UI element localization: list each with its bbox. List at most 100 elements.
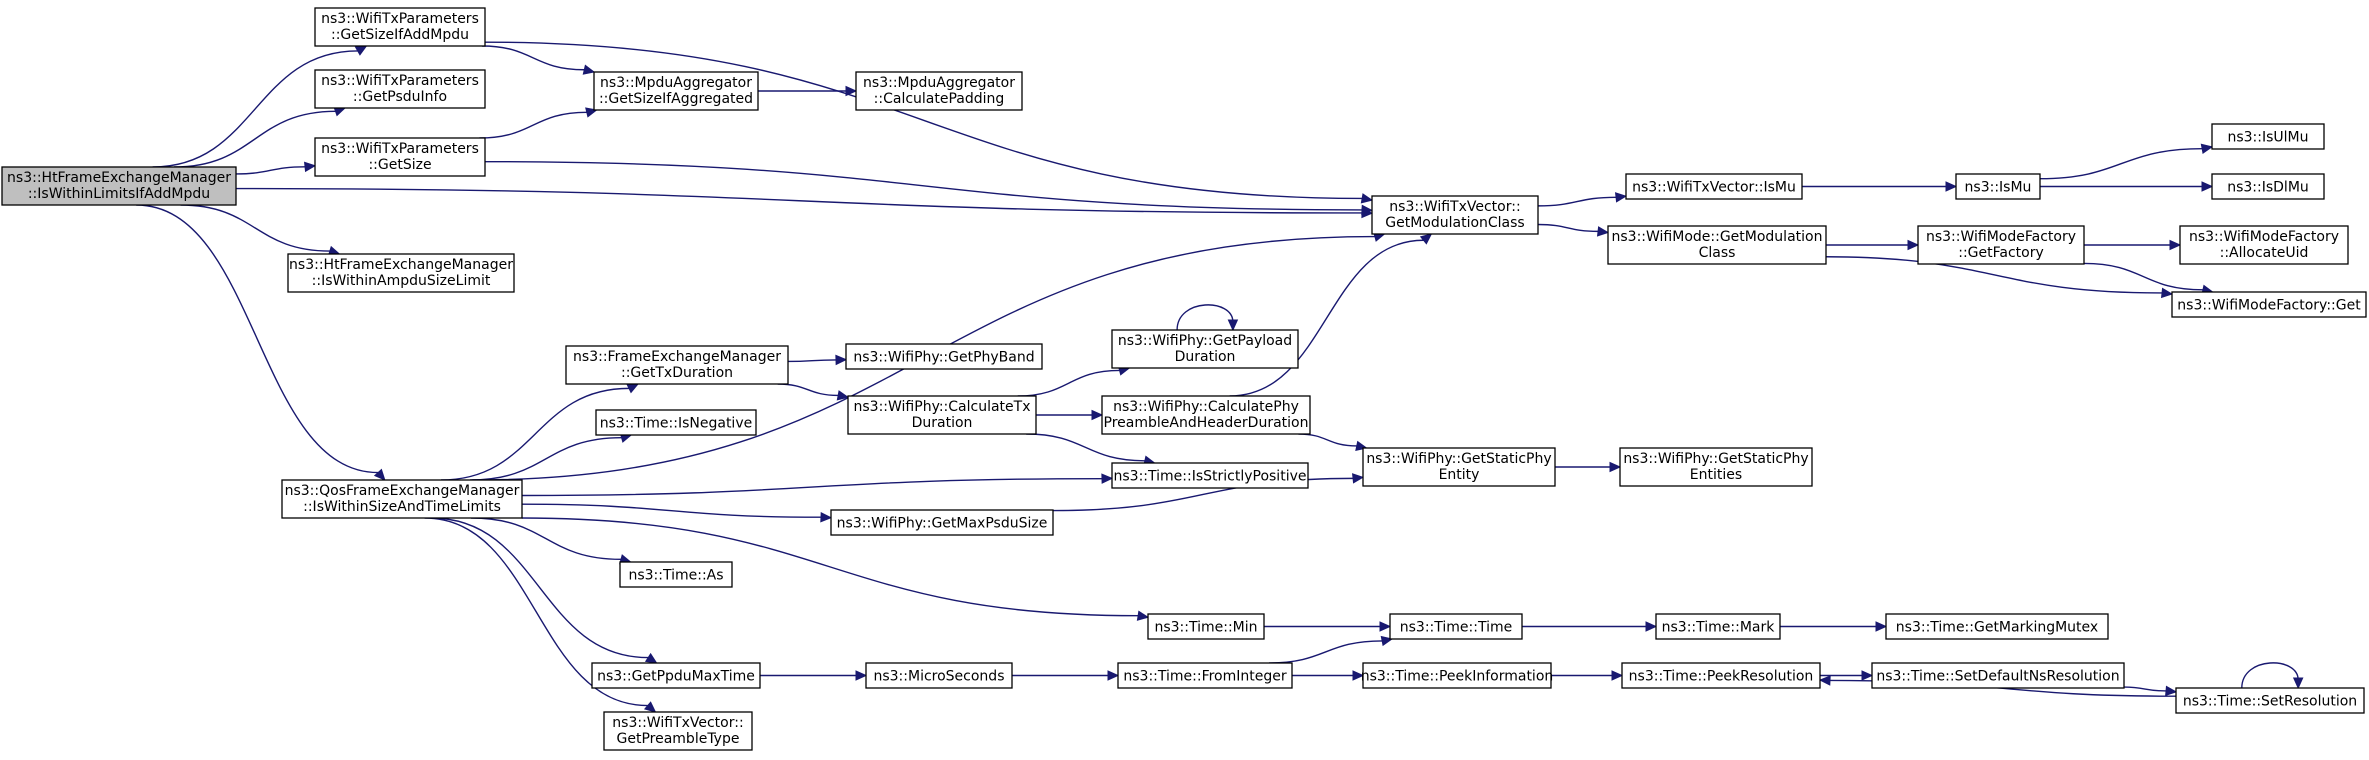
node-tas[interactable]: ns3::Time::As xyxy=(619,561,733,588)
node-tisneg[interactable]: ns3::Time::IsNegative xyxy=(595,409,757,436)
node-wmfget[interactable]: ns3::WifiModeFactory::Get xyxy=(2171,291,2367,318)
node-tpr[interactable]: ns3::Time::PeekResolution xyxy=(1621,662,1821,689)
node-macp[interactable]: ns3::MpduAggregator::CalculatePadding xyxy=(855,71,1023,111)
node-micro[interactable]: ns3::MicroSeconds xyxy=(865,662,1013,689)
edge-arrowhead xyxy=(1611,670,1624,681)
edge-line xyxy=(2123,686,2167,692)
node-tisp[interactable]: ns3::Time::IsStrictlyPositive xyxy=(1111,462,1309,489)
node-box xyxy=(1147,613,1265,640)
node-box xyxy=(845,343,1043,370)
edge-line xyxy=(1825,256,2163,294)
node-label-line1: ns3::Time::PeekInformation xyxy=(1361,669,1554,685)
node-label-line1: ns3::WifiTxParameters xyxy=(321,73,479,89)
node-box xyxy=(1111,329,1299,369)
node-box xyxy=(619,561,733,588)
edge-arrowhead xyxy=(855,670,868,681)
node-label-line2: ::IsWithinAmpduSizeLimit xyxy=(312,273,491,289)
node-label-line1: ns3::WifiPhy::GetMaxPsduSize xyxy=(837,516,1048,532)
node-label-line1: ns3::IsMu xyxy=(1965,180,2032,196)
edge-wmfgf-to-wmfget xyxy=(2083,262,2214,295)
edge-arrowhead xyxy=(1361,204,1374,216)
node-box xyxy=(1,166,237,206)
node-box xyxy=(603,711,753,751)
node-label-line2: GetModulationClass xyxy=(1385,215,1524,231)
edge-arrowhead xyxy=(1945,181,1958,192)
node-box xyxy=(314,69,486,109)
node-gpi[interactable]: ns3::WifiTxParameters::GetPsduInfo xyxy=(314,69,486,109)
node-gmps[interactable]: ns3::WifiPhy::GetMaxPsduSize xyxy=(830,509,1054,536)
node-tsr[interactable]: ns3::Time::SetResolution xyxy=(2175,687,2365,714)
node-box xyxy=(1917,225,2085,265)
edge-tmark-to-tgmm xyxy=(1779,621,1888,632)
node-label-line1: ns3::Time::FromInteger xyxy=(1123,669,1286,685)
edge-tpr-to-tsdnr xyxy=(1820,670,1874,681)
node-magsia[interactable]: ns3::MpduAggregator::GetSizeIfAggregated xyxy=(593,71,759,111)
node-box xyxy=(1871,662,2125,689)
node-wmfgf[interactable]: ns3::WifiModeFactory::GetFactory xyxy=(1917,225,2085,265)
edge-line xyxy=(1026,433,1145,462)
node-txismu[interactable]: ns3::WifiTxVector::IsMu xyxy=(1625,173,1803,200)
node-root[interactable]: ns3::HtFrameExchangeManager::IsWithinLim… xyxy=(1,166,237,206)
edge-arrowhead xyxy=(2160,287,2174,299)
node-tmin[interactable]: ns3::Time::Min xyxy=(1147,613,1265,640)
edge-arrowhead xyxy=(1614,192,1628,203)
node-label-line1: ns3::WifiPhy::CalculatePhy xyxy=(1113,399,1299,415)
edge-micro-to-tfi xyxy=(1012,670,1120,681)
node-box xyxy=(1625,173,1803,200)
edge-arrowhead xyxy=(2200,143,2214,154)
node-ttime[interactable]: ns3::Time::Time xyxy=(1389,613,1523,640)
edge-ctd-to-tisp xyxy=(1026,433,1156,466)
edge-ctd-to-cpphd xyxy=(1036,409,1104,421)
node-tpi[interactable]: ns3::Time::PeekInformation xyxy=(1361,662,1554,689)
edge-line xyxy=(1298,433,1357,447)
node-label-line2: ::AllocateUid xyxy=(2220,245,2309,261)
node-wmgmc[interactable]: ns3::WifiMode::GetModulationClass xyxy=(1607,225,1827,265)
edge-line xyxy=(1537,223,1599,233)
edge-arrowhead xyxy=(304,161,317,173)
node-qfem[interactable]: ns3::QosFrameExchangeManager::IsWithinSi… xyxy=(281,479,523,519)
node-gpb[interactable]: ns3::WifiPhy::GetPhyBand xyxy=(845,343,1043,370)
node-label-line1: ns3::GetPpduMaxTime xyxy=(597,669,755,685)
node-gsiam[interactable]: ns3::WifiTxParameters::GetSizeIfAddMpdu xyxy=(314,7,486,47)
node-gpt[interactable]: ns3::WifiTxVector::GetPreambleType xyxy=(603,711,753,751)
node-label-line2: Duration xyxy=(912,415,973,431)
node-ismu[interactable]: ns3::IsMu xyxy=(1955,173,2041,200)
node-label-line2: Entities xyxy=(1690,467,1742,483)
node-wmfau[interactable]: ns3::WifiModeFactory::AllocateUid xyxy=(2179,225,2349,265)
node-box xyxy=(1619,447,1813,487)
node-label-line2: ::GetSize xyxy=(368,157,431,173)
node-label-line2: Duration xyxy=(1175,349,1236,365)
node-box xyxy=(1389,613,1523,640)
node-tgmm[interactable]: ns3::Time::GetMarkingMutex xyxy=(1885,613,2109,640)
node-box xyxy=(1371,195,1539,235)
node-gpmt[interactable]: ns3::GetPpduMaxTime xyxy=(591,662,761,689)
edge-line xyxy=(1537,196,1617,207)
node-box xyxy=(865,662,1013,689)
edge-arrowhead xyxy=(1380,635,1394,647)
node-tsdnr[interactable]: ns3::Time::SetDefaultNsResolution xyxy=(1871,662,2125,689)
node-box xyxy=(2179,225,2349,265)
node-tmark[interactable]: ns3::Time::Mark xyxy=(1655,613,1781,640)
node-isdlmu[interactable]: ns3::IsDlMu xyxy=(2211,173,2325,200)
node-tfi[interactable]: ns3::Time::FromInteger xyxy=(1117,662,1293,689)
node-label-line1: ns3::WifiPhy::GetStaticPhy xyxy=(1366,451,1551,467)
node-label-line1: ns3::WifiModeFactory xyxy=(2189,229,2339,245)
node-gs[interactable]: ns3::WifiTxParameters::GetSize xyxy=(314,137,486,177)
edge-qfem-to-tisp xyxy=(521,473,1114,497)
node-box xyxy=(1621,662,1821,689)
edge-cpphd-to-gspe xyxy=(1298,433,1368,452)
node-fgtd[interactable]: ns3::FrameExchangeManager::GetTxDuration xyxy=(565,345,789,385)
node-cpphd[interactable]: ns3::WifiPhy::CalculatePhyPreambleAndHea… xyxy=(1101,395,1311,435)
node-label-line1: ns3::QosFrameExchangeManager xyxy=(285,483,520,499)
node-gmc[interactable]: ns3::WifiTxVector::GetModulationClass xyxy=(1371,195,1539,235)
edge-ttime-to-tmark xyxy=(1521,621,1658,632)
node-label-line1: ns3::FrameExchangeManager xyxy=(573,349,781,365)
edge-arrowhead xyxy=(373,468,386,481)
node-isulmu[interactable]: ns3::IsUlMu xyxy=(2211,123,2325,150)
node-iwaml[interactable]: ns3::HtFrameExchangeManager::IsWithinAmp… xyxy=(287,253,515,293)
node-label-line2: ::GetTxDuration xyxy=(621,365,733,381)
